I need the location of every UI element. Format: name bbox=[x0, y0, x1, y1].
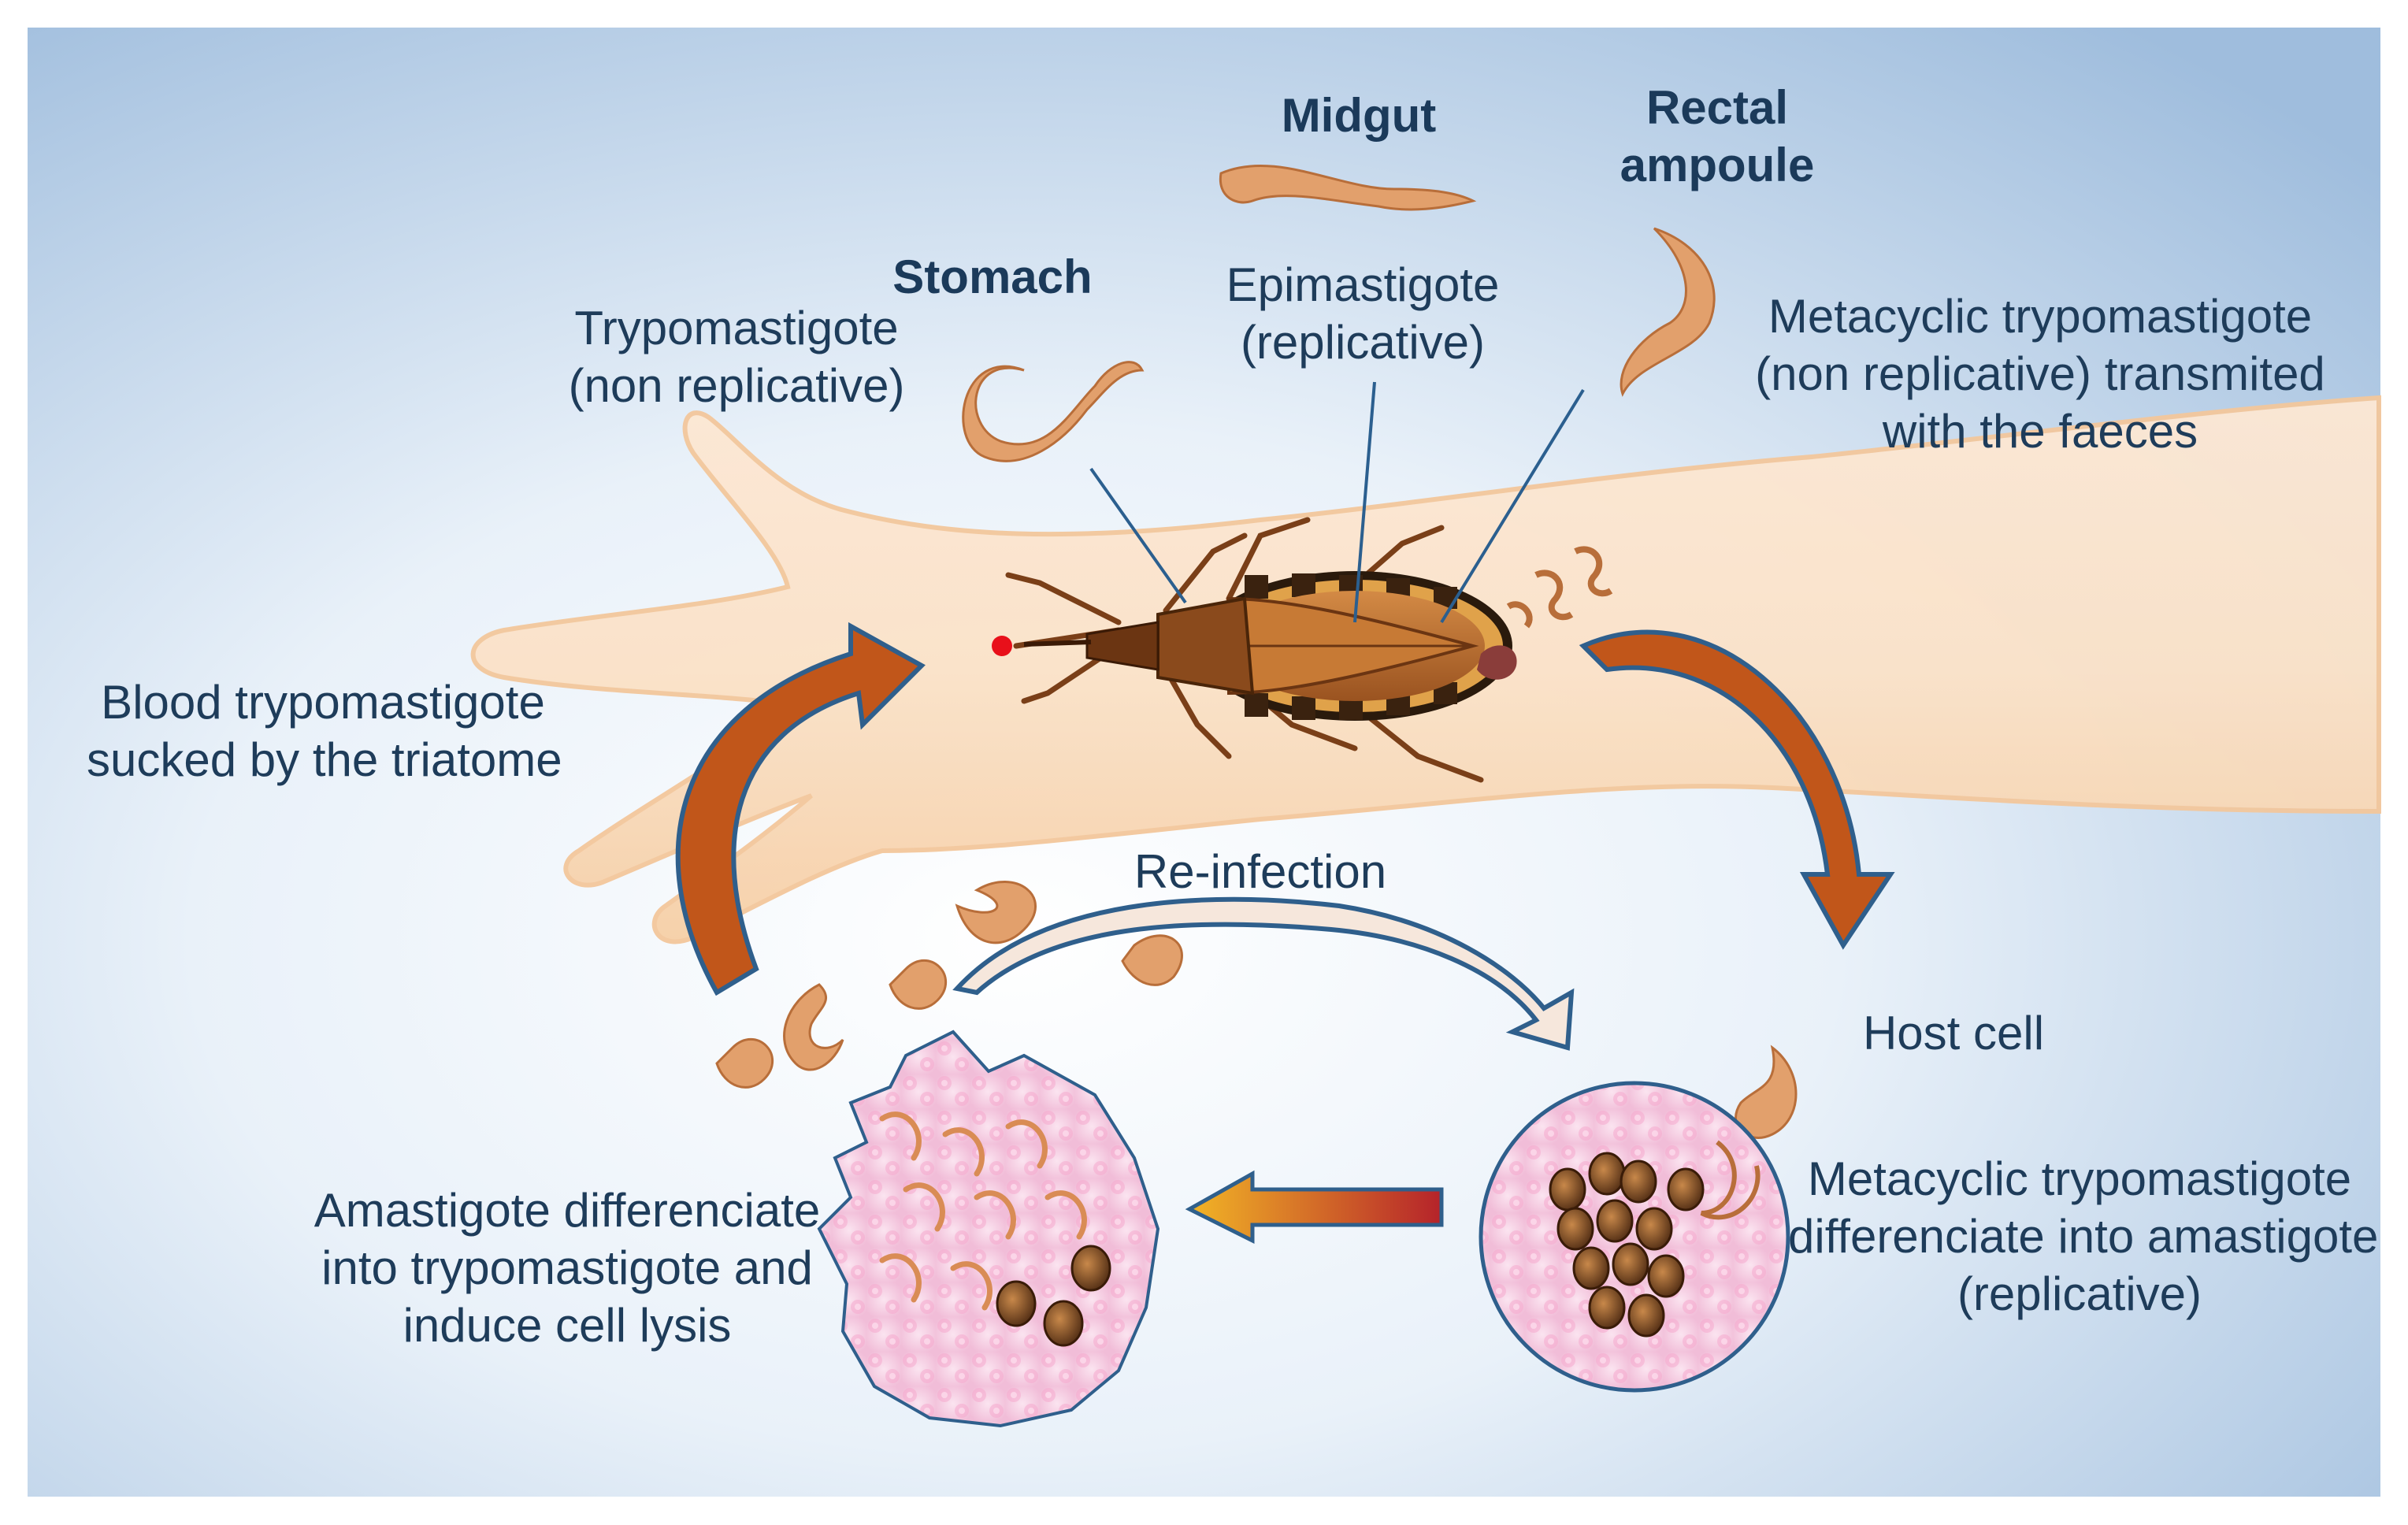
label-metacyclic-transmission: Metacyclic trypomastigote (non replicati… bbox=[1755, 290, 2325, 458]
arrow-reinfection bbox=[952, 896, 1575, 1051]
lysed-cell bbox=[817, 1030, 1160, 1428]
parasite-feces-2 bbox=[1574, 546, 1613, 597]
parasite-rectal bbox=[1620, 227, 1716, 397]
label-metacyclic-differentiation: Metacyclic trypomastigote differenciate … bbox=[1788, 1152, 2379, 1321]
label-stomach: Stomach bbox=[892, 250, 1093, 303]
label-midgut: Midgut bbox=[1281, 89, 1437, 142]
label-trypomastigote: Trypomastigote (non replicative) bbox=[568, 302, 905, 413]
label-host-cell: Host cell bbox=[1862, 1007, 2045, 1059]
parasite-left-3 bbox=[889, 959, 948, 1010]
parasite-group bbox=[715, 164, 1798, 1139]
parasite-reinfect-1 bbox=[955, 881, 1037, 944]
parasite-left-1 bbox=[783, 983, 844, 1071]
label-blood-trypomastigote: Blood trypomastigote sucked by the triat… bbox=[87, 676, 562, 787]
arrow-host-to-lysis bbox=[1185, 1170, 1444, 1245]
arrow-blood-to-bug bbox=[675, 622, 926, 996]
label-amastigote-lysis: Amastigote differenciate into trypomasti… bbox=[314, 1184, 821, 1352]
parasite-midgut bbox=[1219, 164, 1477, 211]
bite-point bbox=[992, 636, 1012, 656]
amastigote-cluster bbox=[1549, 1152, 1705, 1338]
parasite-left-2 bbox=[715, 1037, 774, 1089]
rectal-pointer bbox=[1440, 388, 1585, 624]
stomach-pointer bbox=[1089, 467, 1187, 604]
label-reinfection: Re-infection bbox=[1134, 845, 1387, 898]
arrow-bug-to-host bbox=[1579, 629, 1895, 950]
parasite-reinfect-2 bbox=[1121, 934, 1183, 986]
triatome-bug bbox=[1005, 517, 1512, 783]
midgut-pointer bbox=[1353, 381, 1376, 623]
parasite-stomach bbox=[962, 361, 1145, 462]
host-cell bbox=[1479, 1081, 1790, 1393]
parasite-feces-1 bbox=[1534, 570, 1574, 621]
feces-drop bbox=[1477, 645, 1517, 680]
label-epimastigote: Epimastigote (replicative) bbox=[1226, 258, 1500, 369]
label-rectal-ampoule: Rectal ampoule bbox=[1620, 81, 1815, 192]
parasite-feces-3 bbox=[1506, 601, 1533, 629]
